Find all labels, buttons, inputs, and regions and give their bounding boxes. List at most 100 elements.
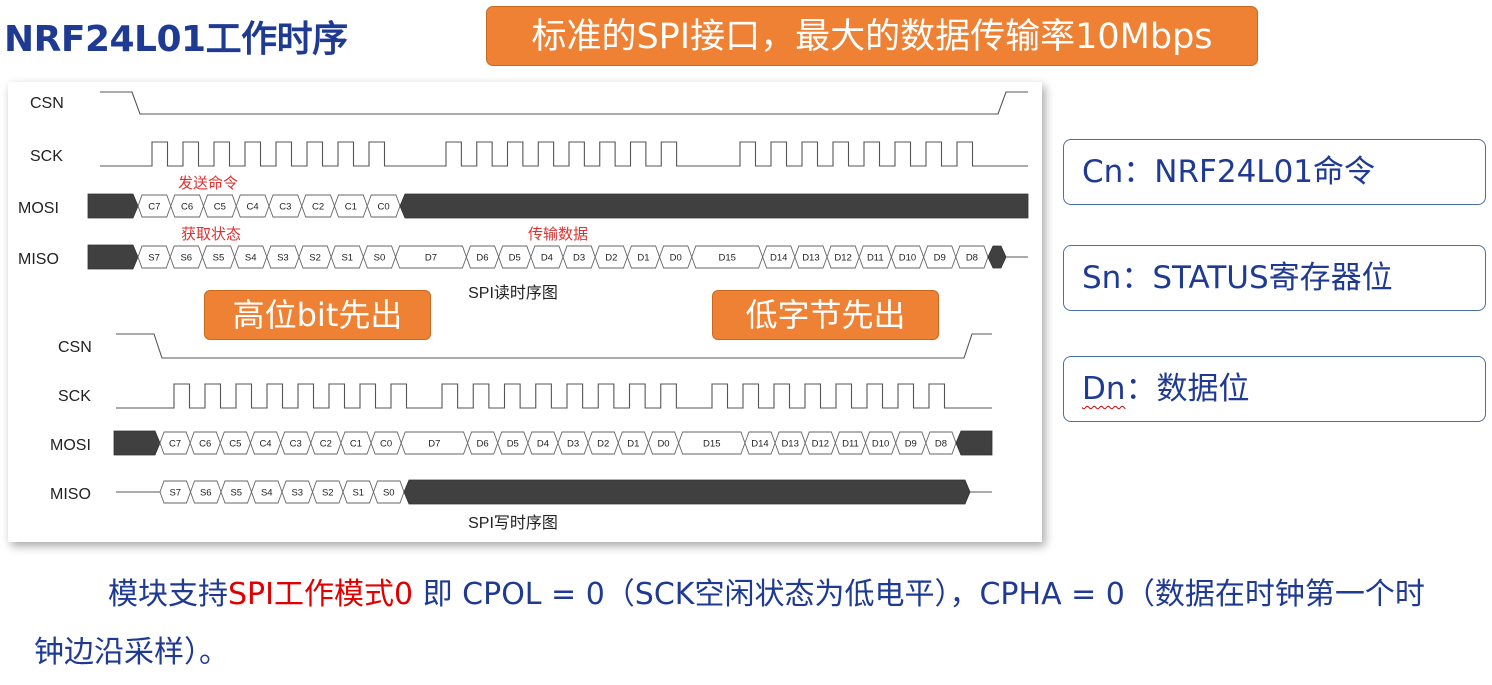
write-mosi-bit-c0-label: C0 — [380, 439, 392, 450]
read-miso-bit-d7-label: D7 — [425, 253, 437, 264]
write-sck-waveform — [116, 383, 992, 409]
read-miso-bit-d0-label: D0 — [670, 253, 682, 264]
read-label-sck: SCK — [30, 148, 63, 165]
write-mosi-bit-d14-label: D14 — [751, 439, 768, 450]
write-mosi-bit-d1-label: D1 — [627, 439, 639, 450]
description-highlight: SPI工作模式0 — [228, 577, 414, 612]
read-label-mosi: MOSI — [18, 200, 59, 217]
read-miso-bit-d1-label: D1 — [637, 253, 649, 264]
read-miso-bit-d2-label: D2 — [605, 253, 617, 264]
read-sck-waveform — [100, 141, 1028, 167]
write-mosi-bit-d11-label: D11 — [842, 439, 859, 450]
write-mosi-bit-d7-label: D7 — [428, 439, 440, 450]
msb-first-callout: 高位bit先出 — [204, 290, 431, 340]
annot-get-status: 获取状态 — [181, 226, 241, 243]
write-mosi-idle-start — [113, 430, 161, 456]
write-mosi-bit-d8-label: D8 — [935, 439, 947, 450]
write-mosi-bit-c4-label: C4 — [259, 439, 271, 450]
write-miso-bit-s0-label: S0 — [383, 488, 395, 499]
write-label-miso: MISO — [50, 486, 91, 503]
write-miso-bit-s7-label: S7 — [169, 488, 181, 499]
write-mosi-bit-d12-label: D12 — [812, 439, 829, 450]
legend-dn-text: 数据位 — [1156, 371, 1250, 407]
write-mosi-bit-c2-label: C2 — [320, 439, 332, 450]
read-mosi-bit-c2-label: C2 — [312, 202, 324, 213]
description-post: 即 CPOL = 0（SCK空闲状态为低电平），CPHA = 0（数据在时钟第一… — [34, 577, 1425, 670]
write-miso-bit-s4-label: S4 — [261, 488, 273, 499]
read-mosi-bit-c0-label: C0 — [378, 202, 390, 213]
read-miso-idle-end — [987, 245, 1007, 269]
write-label-sck: SCK — [58, 388, 91, 405]
write-mosi-bit-d6-label: D6 — [477, 439, 489, 450]
read-miso-bit-d15-label: D15 — [718, 253, 735, 264]
read-miso-bit-s4-label: S4 — [245, 253, 257, 264]
write-mosi-bit-d0-label: D0 — [657, 439, 669, 450]
spi-interface-banner: 标准的SPI接口，最大的数据传输率10Mbps — [486, 6, 1258, 66]
write-miso-bit-s3-label: S3 — [291, 488, 303, 499]
read-miso-bit-s5-label: S5 — [213, 253, 225, 264]
legend-sn: Sn：STATUS寄存器位 — [1063, 245, 1486, 311]
description-pre: 模块支持 — [108, 577, 228, 612]
write-mosi-bit-c7-label: C7 — [169, 439, 181, 450]
read-miso-bit-d8-label: D8 — [966, 253, 978, 264]
legend-cn: Cn：NRF24L01命令 — [1063, 139, 1486, 205]
write-mosi-bit-d13-label: D13 — [781, 439, 798, 450]
write-mosi-idle-end — [955, 430, 993, 456]
read-mosi-bit-c5-label: C5 — [214, 202, 226, 213]
read-miso-bit-d10-label: D10 — [899, 253, 916, 264]
write-miso-bit-s2-label: S2 — [322, 488, 334, 499]
read-miso-bit-d9-label: D9 — [934, 253, 946, 264]
write-mosi-bit-c3-label: C3 — [290, 439, 302, 450]
legend-sn-sep: ： — [1121, 260, 1153, 296]
read-miso-idle-start — [87, 244, 139, 270]
write-mosi-bit-d15-label: D15 — [703, 439, 720, 450]
legend-cn-symbol: Cn — [1082, 154, 1124, 190]
write-diagram-caption: SPI写时序图 — [468, 514, 558, 532]
write-mosi-bit-d5-label: D5 — [507, 439, 519, 450]
read-miso-bit-d11-label: D11 — [867, 253, 884, 264]
annot-transfer-data: 传输数据 — [528, 226, 588, 243]
read-miso-bit-d14-label: D14 — [770, 253, 787, 264]
legend-dn: Dn：数据位 — [1063, 356, 1486, 422]
write-mosi-bit-d10-label: D10 — [872, 439, 889, 450]
read-miso-bit-d5-label: D5 — [509, 253, 521, 264]
write-label-mosi: MOSI — [50, 437, 91, 454]
write-mosi-bit-d3-label: D3 — [567, 439, 579, 450]
legend-sn-symbol: Sn — [1082, 260, 1122, 296]
legend-dn-sep: ： — [1125, 371, 1157, 407]
write-miso-bit-s6-label: S6 — [200, 488, 212, 499]
annot-send-command: 发送命令 — [178, 174, 238, 192]
read-miso-bit-d13-label: D13 — [802, 253, 819, 264]
read-csn-waveform — [100, 91, 1028, 115]
read-miso-bit-s7-label: S7 — [148, 253, 160, 264]
read-diagram-caption: SPI读时序图 — [468, 284, 558, 302]
read-mosi-idle-start — [87, 193, 139, 219]
read-miso-bit-d3-label: D3 — [573, 253, 585, 264]
write-miso-bit-s5-label: S5 — [230, 488, 242, 499]
write-mosi-bit-d2-label: D2 — [597, 439, 609, 450]
read-mosi-bit-c6-label: C6 — [181, 202, 193, 213]
read-miso-bit-d12-label: D12 — [834, 253, 851, 264]
read-miso-bit-s6-label: S6 — [180, 253, 192, 264]
read-miso-bit-d4-label: D4 — [541, 253, 553, 264]
read-mosi-idle-end — [399, 193, 1029, 219]
write-label-csn: CSN — [58, 339, 92, 356]
read-mosi-bit-c1-label: C1 — [345, 202, 357, 213]
legend-cn-text: NRF24L01命令 — [1154, 154, 1376, 190]
low-byte-first-callout: 低字节先出 — [712, 290, 939, 340]
write-mosi-bit-c6-label: C6 — [199, 439, 211, 450]
write-miso-idle-end — [403, 479, 971, 505]
read-miso-bit-s1-label: S1 — [341, 253, 353, 264]
write-mosi-bit-c5-label: C5 — [229, 439, 241, 450]
write-mosi-bit-d9-label: D9 — [905, 439, 917, 450]
legend-cn-sep: ： — [1123, 154, 1155, 190]
read-mosi-bit-c3-label: C3 — [279, 202, 291, 213]
write-mosi-bit-c1-label: C1 — [350, 439, 362, 450]
page-title: NRF24L01工作时序 — [4, 19, 348, 60]
read-label-csn: CSN — [30, 95, 64, 112]
read-miso-bit-s2-label: S2 — [309, 253, 321, 264]
write-csn-waveform — [116, 333, 992, 359]
spi-mode-description: 模块支持SPI工作模式0 即 CPOL = 0（SCK空闲状态为低电平），CPH… — [34, 566, 1454, 682]
legend-sn-text: STATUS寄存器位 — [1152, 260, 1393, 296]
